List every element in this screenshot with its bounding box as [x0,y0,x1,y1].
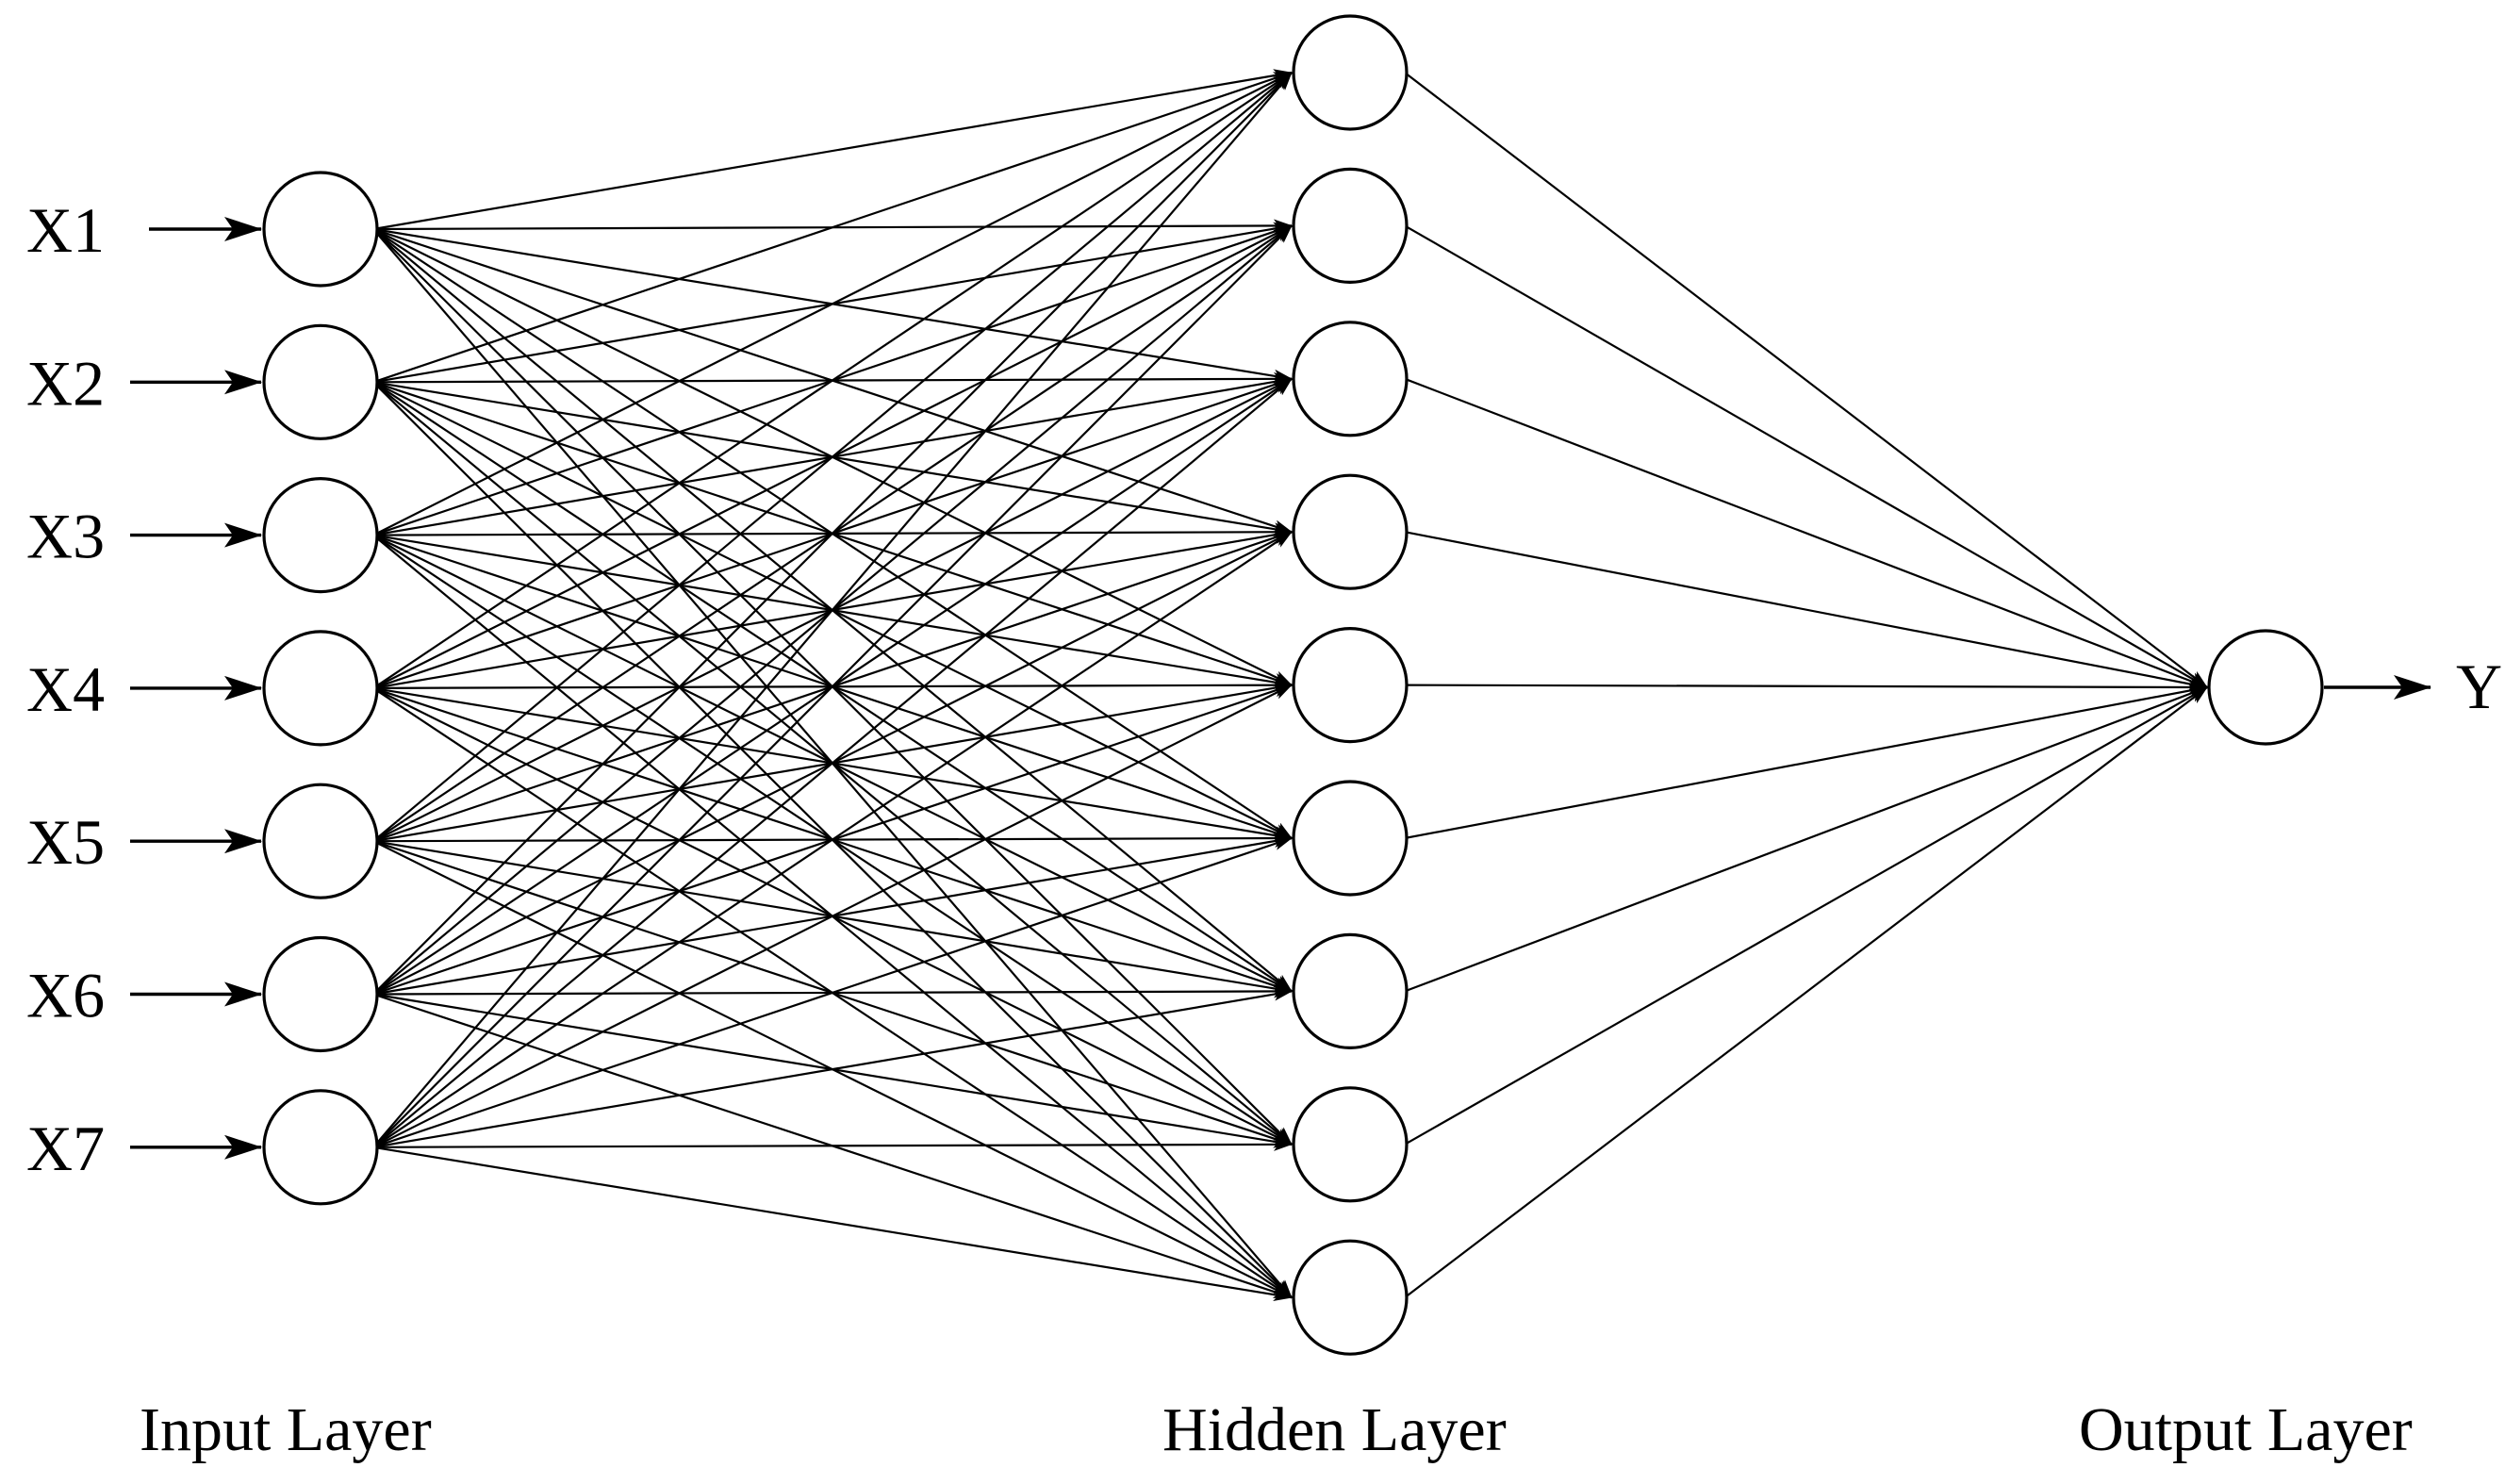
hidden-node-1 [1292,14,1409,131]
hidden-node-2 [1292,167,1409,284]
edge-input7-hidden5 [372,684,1293,1148]
edge-input7-hidden2 [372,224,1293,1148]
edge-hidden4-output [1404,531,2208,691]
input-to-hidden-connections [372,69,1293,1302]
edge-input1-hidden1 [372,69,1293,231]
hidden-node-9 [1292,1239,1409,1356]
edge-hidden2-output [1404,224,2208,688]
edge-input4-hidden1 [372,72,1293,689]
input-node-2 [262,323,379,440]
input-label-6: X6 [26,960,105,1031]
input-label-7: X7 [26,1113,105,1184]
edge-input3-hidden1 [372,72,1293,536]
edge-input7-hidden4 [372,531,1293,1148]
input-label-4: X4 [26,653,105,725]
edge-input7-hidden3 [372,377,1293,1148]
edge-input7-hidden8 [372,1137,1293,1151]
edge-hidden9-output [1404,686,2208,1299]
edge-input7-hidden7 [372,987,1293,1148]
edge-input7-hidden9 [372,1146,1293,1302]
hidden-layer-nodes [1292,14,1409,1356]
input-node-3 [262,476,379,594]
edge-input5-hidden1 [372,72,1293,843]
edge-hidden1-output [1404,72,2208,688]
output-label: Y [2456,651,2502,722]
input-label-2: X2 [26,347,105,419]
edge-hidden3-output [1404,377,2208,689]
input-arrows [130,217,262,1160]
edge-input7-hidden1 [372,72,1293,1148]
output-layer-label: Output Layer [2079,1395,2413,1464]
input-node-4 [262,630,379,747]
hidden-to-output-connections [1404,72,2208,1299]
input-label-5: X5 [26,806,105,878]
input-layer-label: Input Layer [140,1395,432,1464]
hidden-node-6 [1292,780,1409,897]
hidden-layer-label: Hidden Layer [1162,1395,1507,1464]
input-layer-nodes [262,171,379,1206]
hidden-node-4 [1292,473,1409,590]
output-node [2207,629,2324,746]
input-node-5 [262,783,379,899]
edge-input6-hidden1 [372,72,1293,996]
hidden-node-8 [1292,1086,1409,1203]
edge-input2-hidden1 [372,71,1293,384]
hidden-node-5 [1292,626,1409,744]
edge-hidden6-output [1404,684,2208,840]
input-label-1: X1 [26,194,105,266]
edge-hidden5-output [1404,680,2208,694]
output-layer-nodes [2207,629,2324,746]
input-node-7 [262,1089,379,1206]
edge-hidden8-output [1404,686,2208,1146]
input-node-6 [262,935,379,1053]
edge-hidden7-output [1404,685,2208,993]
hidden-node-7 [1292,932,1409,1050]
edge-input7-hidden6 [372,836,1293,1148]
hidden-node-3 [1292,321,1409,437]
input-label-3: X3 [26,501,105,572]
input-node-1 [262,171,379,288]
